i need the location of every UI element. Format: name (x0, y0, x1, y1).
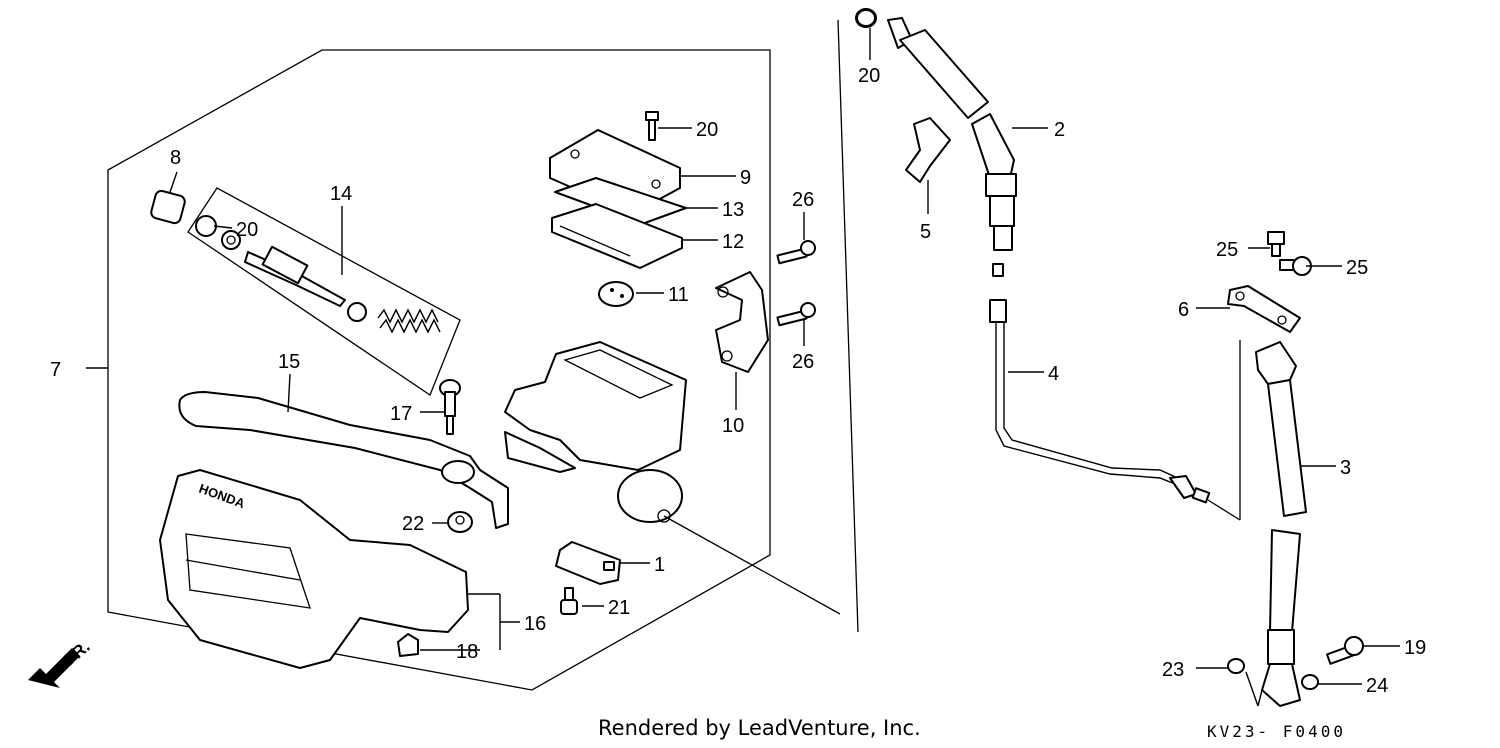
callout-26-upper: 26 (792, 189, 814, 211)
callout-25-left: 25 (1216, 239, 1238, 261)
cap-screw-part[interactable] (645, 111, 659, 141)
callout-4: 4 (1048, 363, 1059, 385)
callout-9: 9 (740, 167, 751, 189)
callout-22: 20 (696, 119, 718, 141)
drawing-code: KV23- F0400 (1207, 722, 1346, 741)
callout-1: 1 (654, 554, 665, 576)
callout-20-right: 24 (1366, 675, 1388, 697)
holder-bolt-lower[interactable] (776, 302, 816, 327)
callout-labels: 7 8 20 14 15 17 22 18 16 21 1 11 12 13 9… (50, 65, 1426, 697)
callout-16: 16 (524, 613, 546, 635)
front-direction-arrow: FR. (28, 637, 94, 688)
piston-kit-parts[interactable] (195, 215, 441, 334)
pivot-nut-part[interactable] (447, 511, 473, 533)
callout-12: 12 (722, 231, 744, 253)
bushing-part[interactable] (150, 189, 186, 225)
assembly-frame (107, 49, 771, 691)
callout-14: 14 (330, 183, 352, 205)
callout-21: 20 (236, 219, 258, 241)
callout-17: 17 (390, 403, 412, 425)
master-cylinder-part[interactable] (504, 341, 687, 523)
hose-clamp-part[interactable] (905, 117, 951, 183)
float-part[interactable] (598, 281, 634, 307)
brake-pipe-part[interactable] (989, 263, 1211, 504)
callout-6: 6 (1178, 299, 1189, 321)
banjo-bolt-part[interactable] (1326, 636, 1364, 665)
divider-line (837, 19, 859, 633)
callout-19: 19 (1404, 637, 1426, 659)
diaphragm-part[interactable] (551, 203, 683, 269)
callout-18: 18 (456, 641, 478, 663)
pipe-leader (1207, 499, 1241, 521)
lever-guard-part[interactable]: HONDA (159, 469, 469, 669)
callout-24: 22 (402, 513, 424, 535)
sealing-washer-left[interactable] (1227, 658, 1245, 674)
outlet-leader (663, 515, 841, 615)
guard-rubber-part[interactable] (397, 633, 419, 657)
switch-screw-part[interactable] (560, 587, 578, 615)
callout-26-lower: 26 (792, 351, 814, 373)
callout-23: 21 (608, 597, 630, 619)
callout-20-left: 23 (1162, 659, 1184, 681)
sealing-washer-top[interactable] (856, 9, 876, 27)
sealing-washer-right[interactable] (1301, 674, 1319, 690)
callout-10: 10 (722, 415, 744, 437)
callout-25-right: 25 (1346, 257, 1368, 279)
credit-text: Rendered by LeadVenture, Inc. (598, 716, 921, 740)
callout-3: 3 (1340, 457, 1351, 479)
callout-11: 11 (668, 284, 689, 306)
callout-20-top: 20 (858, 65, 880, 87)
pivot-bolt-part[interactable] (439, 379, 461, 435)
hose-bracket-part[interactable] (1227, 285, 1301, 333)
callout-leaders (86, 28, 1400, 707)
callout-5: 5 (920, 221, 931, 243)
callout-15: 15 (278, 351, 300, 373)
brake-lever-part[interactable] (178, 391, 509, 529)
callout-2: 2 (1054, 119, 1065, 141)
holder-bolt-upper[interactable] (776, 240, 816, 265)
callout-8: 8 (170, 147, 181, 169)
callout-13: 13 (722, 199, 744, 221)
bracket-bolt-upper[interactable] (1267, 231, 1285, 257)
reservoir-cap-part[interactable] (549, 129, 681, 215)
piston-kit-frame (187, 187, 461, 396)
callout-7: 7 (50, 359, 61, 381)
lever-holder-part[interactable] (715, 271, 769, 373)
lower-brake-hose-part[interactable] (1255, 341, 1307, 707)
brake-switch-part[interactable] (555, 541, 621, 585)
